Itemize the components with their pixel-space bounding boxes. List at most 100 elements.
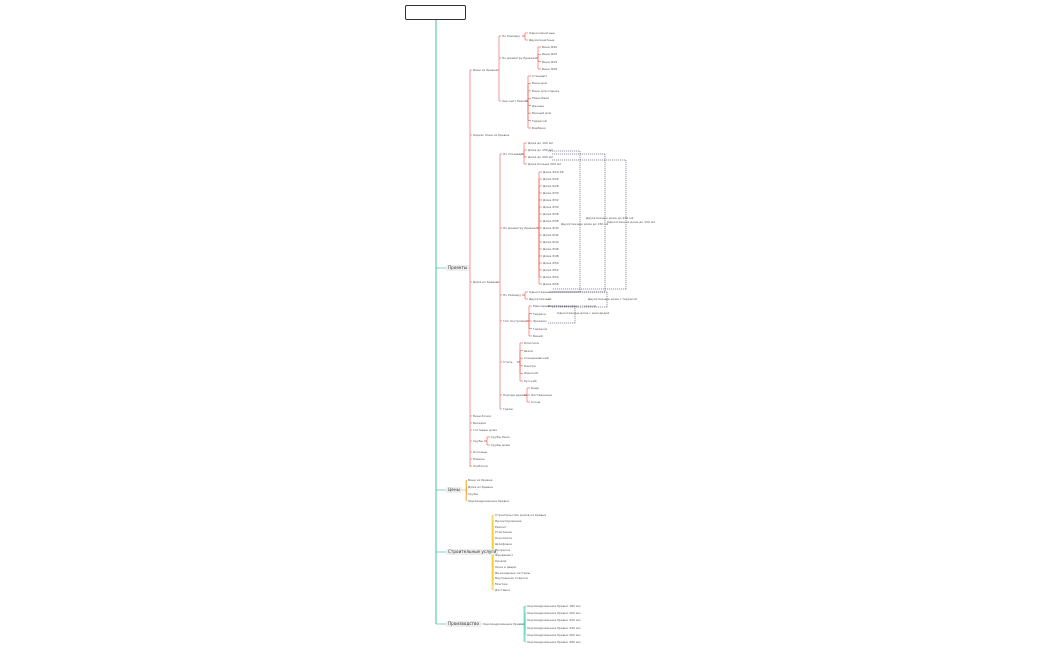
houses-style-item[interactable]: Шале — [524, 348, 533, 353]
bath-purpose-item[interactable]: Бани-дом — [532, 81, 548, 86]
projects-misc-item[interactable]: Навесы — [473, 457, 485, 461]
relation-label[interactable]: Одноэтажные дома с мансардой — [557, 311, 610, 315]
houses-purpose-item[interactable]: Терраса — [533, 311, 546, 316]
service-item[interactable]: Проектирование — [495, 518, 522, 523]
houses-diameter-item[interactable]: Дома Ф54 — [543, 275, 559, 279]
category-production[interactable]: Производство — [446, 621, 482, 627]
houses-style-item[interactable]: Скандинавский — [524, 356, 549, 361]
group-houses-extra[interactable]: Гараж — [503, 407, 514, 411]
houses-purpose-item[interactable]: Баней — [533, 334, 543, 338]
houses-diameter-item[interactable]: Дома Ф32 — [543, 198, 559, 202]
projects-misc-item[interactable]: Колодцы — [473, 450, 488, 454]
bath-purpose-item[interactable]: Дачные — [532, 103, 545, 108]
houses-diameter-item[interactable]: Дома Ф46 — [543, 247, 559, 251]
category-prices[interactable]: Цены — [446, 487, 462, 493]
production-item[interactable]: Оцилиндрованное бревно 180 мм — [527, 604, 581, 608]
root-node[interactable] — [405, 5, 466, 20]
cut-item[interactable]: Срубы дома — [491, 443, 510, 447]
group-houses-by-area[interactable]: По площади — [503, 152, 523, 156]
houses-diameter-item[interactable]: Дома Ф44 — [543, 240, 559, 244]
service-item[interactable]: Кровля — [495, 559, 507, 564]
group-houses-by-wood[interactable]: Порода дерева — [503, 393, 527, 397]
group-log-production[interactable]: Оцилиндрованное бревно — [483, 622, 525, 626]
houses-area-item[interactable]: Дома до 200 м2 — [528, 155, 553, 159]
houses-diameter-item[interactable]: Дома Ф50 — [543, 261, 559, 265]
houses-diameter-item[interactable]: Дома Ф34 — [543, 205, 559, 209]
projects-misc-cut[interactable]: Срубы — [473, 439, 483, 443]
houses-style-item[interactable]: Финский — [524, 371, 538, 376]
branch-houses[interactable]: Дома из бревна — [473, 280, 498, 284]
bath-diameter-item[interactable]: Бани Ф26 — [542, 67, 558, 71]
service-item[interactable]: Окна и двери — [495, 564, 517, 569]
service-item[interactable]: Утепление — [495, 530, 512, 535]
branch-frame-bath[interactable]: Каркас бани из бревна — [473, 133, 510, 137]
service-item[interactable]: Монтаж — [495, 582, 508, 587]
service-item[interactable]: Фундамент — [495, 553, 514, 558]
price-item[interactable]: Бани из бревна — [468, 478, 493, 482]
houses-size-item[interactable]: Одноэтажные — [529, 290, 552, 294]
houses-wood-item[interactable]: Лиственница — [531, 393, 552, 397]
houses-diameter-item[interactable]: Дома Ф48 — [543, 254, 559, 258]
service-item[interactable]: Конопатка — [495, 536, 512, 541]
houses-diameter-item[interactable]: Дома Ф56 — [543, 282, 559, 286]
bath-purpose-item[interactable]: Мини-бани — [532, 96, 550, 101]
projects-misc-item[interactable]: Гостевые дома — [473, 428, 497, 432]
houses-area-item[interactable]: Дома до 150 м2 — [528, 148, 553, 152]
houses-area-item[interactable]: Дома больше 200 м2 — [528, 162, 562, 166]
houses-wood-item[interactable]: Кедр — [531, 386, 539, 390]
bath-diameter-item[interactable]: Бани Ф22 — [542, 52, 558, 57]
group-houses-by-diameter[interactable]: По диаметру бревна — [503, 226, 536, 230]
group-houses-by-style[interactable]: Стиль — [503, 360, 513, 364]
relation-label[interactable]: Двухэтажные дома до 150 м2 — [561, 222, 609, 226]
houses-style-item[interactable]: Кантри — [524, 363, 536, 368]
relation-label[interactable]: Двухэтажные дома с гаражом — [548, 304, 597, 308]
production-item[interactable]: Оцилиндрованное бревно 240 мм — [527, 625, 581, 630]
houses-diameter-item[interactable]: Дома Ф52 — [543, 268, 559, 272]
service-item[interactable]: Строительство домов из бревна — [495, 513, 547, 517]
houses-size-item[interactable]: Двухэтажные — [529, 297, 551, 301]
production-item[interactable]: Оцилиндрованное бревно 220 мм — [527, 618, 581, 623]
category-projects[interactable]: Проекты — [446, 265, 470, 271]
category-services[interactable]: Строительные услуги — [446, 549, 499, 555]
houses-diameter-item[interactable]: Дома Ф26 — [543, 177, 559, 181]
bath-purpose-item[interactable]: Барбекю — [532, 126, 546, 130]
bath-size-item[interactable]: Однокомнатные — [529, 31, 555, 35]
service-item[interactable]: Покраска — [495, 547, 510, 552]
branch-bath[interactable]: Бани из бревна — [473, 68, 498, 72]
bath-diameter-item[interactable]: Бани Ф20 — [542, 45, 558, 49]
houses-diameter-item[interactable]: Дома Ф42 — [543, 233, 559, 237]
service-item[interactable]: Внутренняя отделка — [495, 576, 528, 581]
projects-misc-item[interactable]: Бани-бочки — [473, 414, 492, 418]
cut-item[interactable]: Срубы бани — [491, 435, 510, 439]
houses-purpose-item[interactable]: Гаражом — [533, 326, 548, 331]
bath-purpose-item[interactable]: Банный дом — [532, 111, 552, 116]
projects-misc-item[interactable]: Беседки — [473, 421, 487, 425]
houses-diameter-item[interactable]: Дома Ф36 — [543, 212, 559, 216]
production-item[interactable]: Оцилиндрованное бревно 260 мм — [527, 632, 581, 637]
production-item[interactable]: Оцилиндрованное бревно 200 мм — [527, 611, 581, 616]
relation-label[interactable]: Двухэтажные дома до 200 м2 — [586, 216, 634, 220]
bath-purpose-item[interactable]: Стандарт — [532, 74, 548, 78]
houses-area-item[interactable]: Дома до 100 м2 — [528, 141, 553, 145]
houses-purpose-item[interactable]: Мансарда — [533, 304, 549, 308]
group-bath-by-purpose[interactable]: Чек-лист Ремонт — [502, 99, 529, 103]
houses-diameter-item[interactable]: Дома Ф30 — [543, 191, 559, 195]
houses-wood-item[interactable]: Сосна — [531, 400, 541, 404]
houses-purpose-item[interactable]: Эркером — [533, 319, 547, 323]
houses-style-item[interactable]: Русский — [524, 379, 537, 383]
houses-diameter-item[interactable]: Дома Ф28 — [543, 184, 559, 188]
bath-diameter-item[interactable]: Бани Ф24 — [542, 59, 558, 64]
price-item[interactable]: Оцилиндрованное бревно — [468, 499, 510, 503]
service-item[interactable]: Инженерные системы — [495, 570, 531, 575]
group-houses-by-size[interactable]: По Размеру — [503, 293, 522, 297]
group-houses-by-purpose[interactable]: Тип постройки — [503, 319, 527, 323]
projects-misc-item[interactable]: Хозблоки — [473, 464, 488, 468]
relation-label[interactable]: Двухэтажные дома с террасой — [588, 297, 637, 301]
bath-purpose-item[interactable]: Бани для отдыха — [532, 88, 560, 93]
houses-diameter-item[interactable]: Дома Ф40 — [543, 226, 559, 230]
bath-size-item[interactable]: Двухкомнатные — [529, 38, 555, 42]
houses-diameter-item[interactable]: Дома Ф24-26 — [543, 170, 564, 174]
bath-purpose-item[interactable]: Террасой — [532, 118, 547, 123]
price-item[interactable]: Срубы — [468, 492, 478, 496]
production-item[interactable]: Оцилиндрованное бревно 280 мм — [527, 640, 581, 644]
